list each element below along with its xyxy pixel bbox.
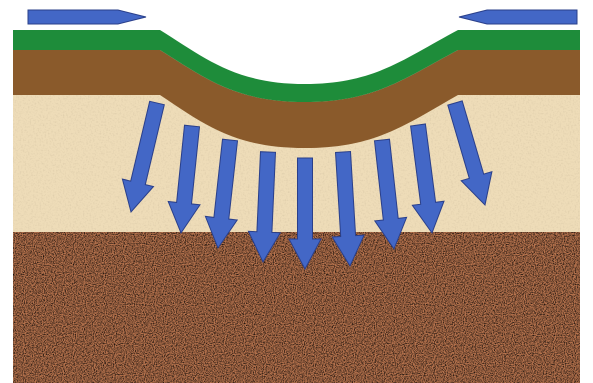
right-surface-flow-arrow — [459, 10, 577, 24]
left-surface-flow-arrow — [28, 10, 146, 24]
lower-soil-texture — [13, 232, 580, 383]
